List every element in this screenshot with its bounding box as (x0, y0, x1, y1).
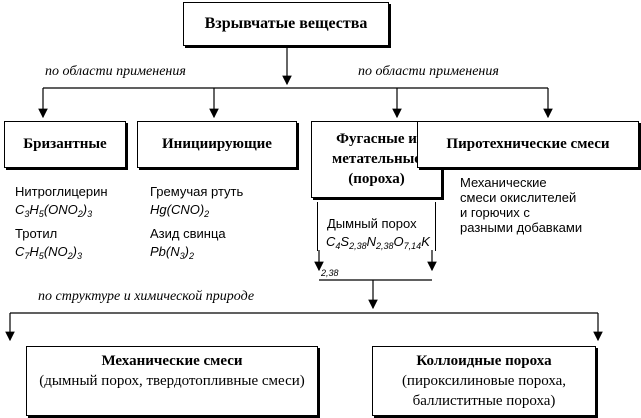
brisant-formula-nitroglycerin: C3H5(ONO2)3 (15, 202, 93, 219)
brisant-item-nitroglycerin: Нитроглицерин (15, 184, 108, 199)
initiating-formula-fulminate: Hg(CNO)2 (150, 202, 210, 219)
initiating-formula-azide: Pb(N3)2 (150, 244, 194, 261)
propellant-title-line1: Фугасные и (336, 131, 417, 147)
edge-label-structure: по структуре и химической природе (38, 289, 255, 304)
initiating-item-fulminate: Гремучая ртуть (150, 184, 244, 199)
propellant-item-black-powder: Дымный порох (327, 216, 417, 231)
propellant-formula-frame (317, 202, 436, 251)
brisant-title: Бризантные (23, 136, 107, 152)
root-node: Взрывчатые вещества (183, 2, 389, 46)
mechanical-detail: (дымный порох, твердотопливные смеси) (39, 373, 305, 389)
mechanical-node: Механические смеси (дымный порох, твердо… (26, 346, 318, 416)
edge-label-application-right: по области применения (358, 64, 499, 79)
colloid-node: Коллоидные пороха (пироксилиновые пороха… (372, 346, 596, 416)
mechanical-title: Механические смеси (101, 353, 243, 369)
colloid-detail: (пироксилиновые пороха, баллиститные пор… (401, 373, 567, 409)
initiating-title: Инициирующие (162, 136, 272, 152)
pyrotechnic-description: Механические смеси окислителей и горючих… (460, 175, 583, 235)
brisant-formula-trotyl: C7H5(NO2)3 (15, 244, 83, 261)
initiating-item-azide: Азид свинца (150, 226, 226, 241)
propellant-formula: C4S2,38N2,38O7,14K (326, 234, 430, 251)
pyrotechnic-title: Пиротехнические смеси (446, 136, 610, 152)
propellant-note: 2,38 (321, 268, 339, 278)
pyrotechnic-node: Пиротехнические смеси (417, 121, 639, 168)
propellant-title-line2: метательные (332, 151, 421, 167)
propellant-title-line3: (пороха) (348, 171, 405, 187)
brisant-node: Бризантные (4, 121, 126, 168)
colloid-title: Коллоидные пороха (416, 353, 552, 369)
initiating-node: Инициирующие (137, 121, 297, 168)
edge-label-application-left: по области применения (45, 64, 186, 79)
root-title: Взрывчатые вещества (204, 15, 368, 32)
brisant-item-trotyl: Тротил (15, 226, 58, 241)
